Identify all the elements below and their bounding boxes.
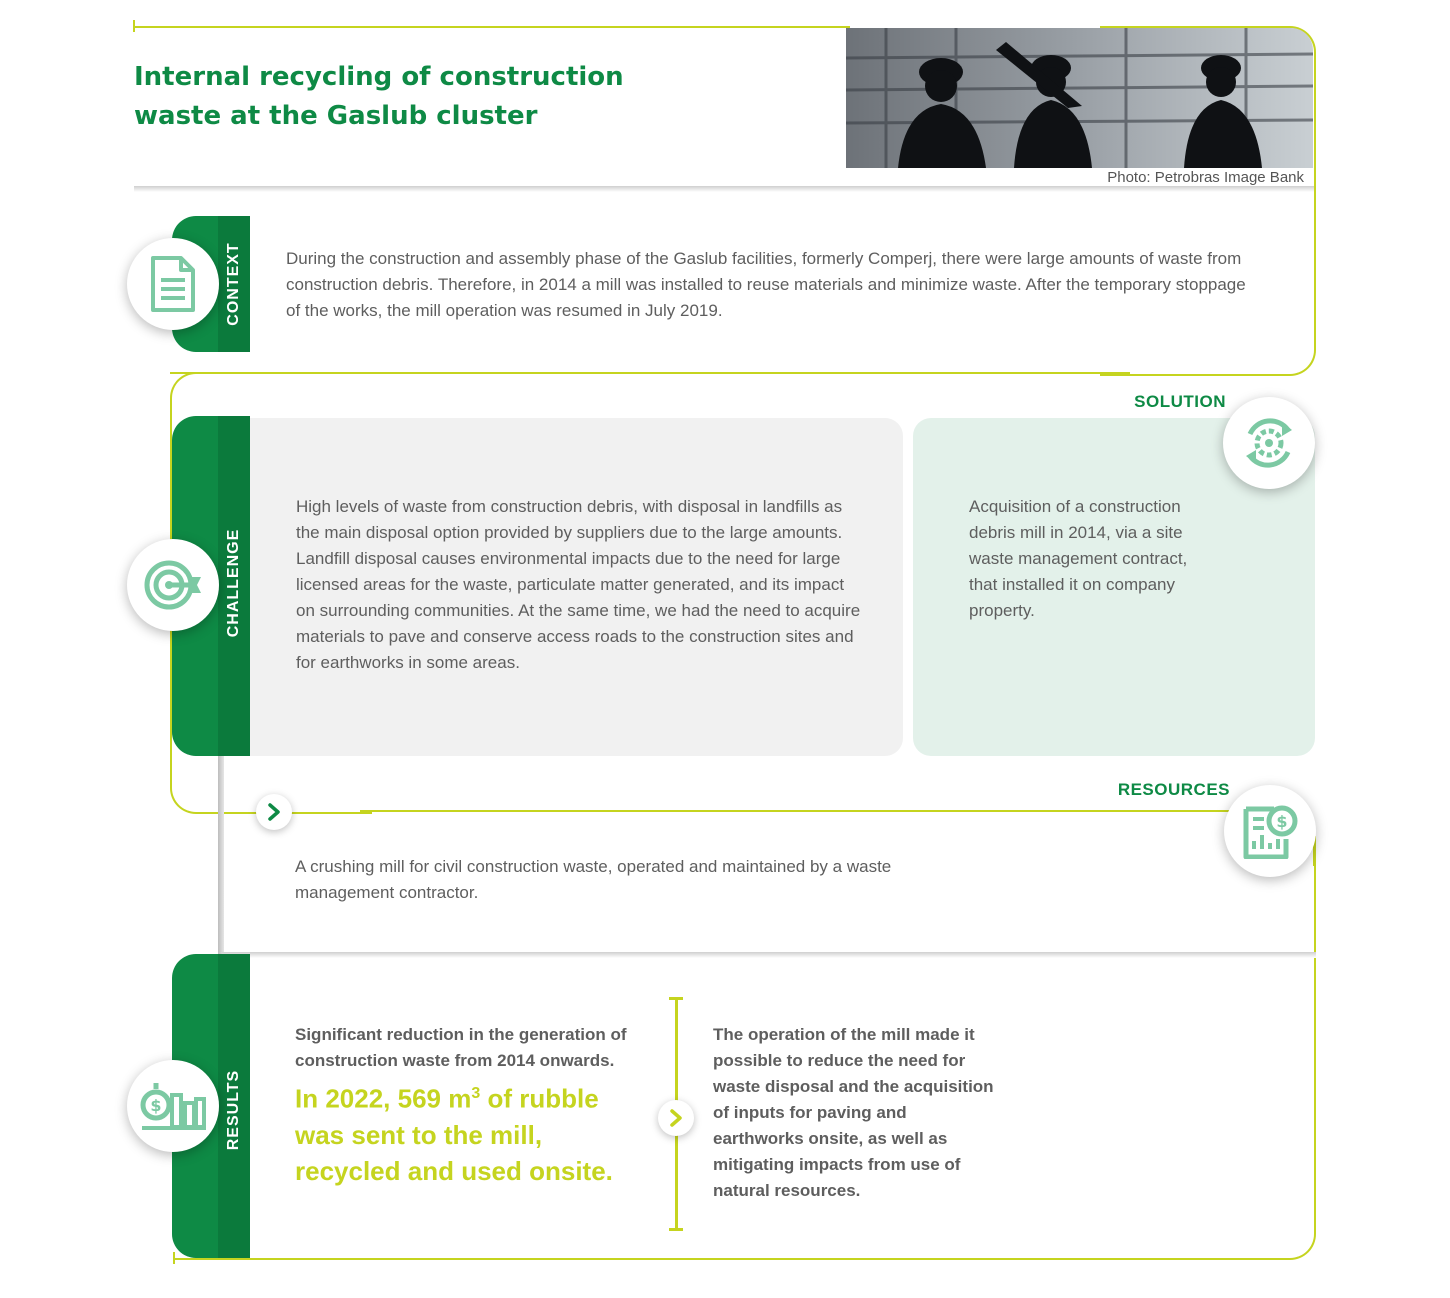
challenge-label: CHALLENGE [225,528,242,638]
report-money-icon: $ [1243,805,1298,859]
results-icon-circle: $ [127,1060,219,1152]
solution-heading: SOLUTION [1134,392,1226,411]
header-photo [846,28,1313,168]
results-right-text: The operation of the mill made it possib… [713,1025,994,1200]
frame-results-top [1313,836,1315,866]
title-line-1: Internal recycling of construction [134,62,624,92]
chevron-right-icon [670,1109,682,1127]
page-title: Internal recycling of construction waste… [134,58,754,136]
results-divider-top-tick [669,997,683,1000]
challenge-icon-circle [127,539,219,631]
svg-text:$: $ [1276,812,1287,831]
frame-context [1100,26,1316,376]
results-lead: Significant reduction in the generation … [295,1025,627,1070]
challenge-panel [250,418,903,756]
frame-bottom-tick [173,1252,175,1264]
chevron-right-icon [268,803,280,821]
results-highlight-pre: In 2022, 569 m [295,1083,472,1114]
results-highlight-post: of rubble was sent to the mill, recycled… [295,1083,613,1186]
context-text: During the construction and assembly pha… [286,249,1246,320]
results-highlight: In 2022, 569 m3 of rubble was sent to th… [295,1076,640,1189]
spine [218,756,224,956]
separator-resources [222,952,1316,958]
document-icon [151,256,195,312]
money-chart-icon: $ [140,1083,206,1130]
results-highlight-sup: 3 [471,1085,481,1102]
solution-text: Acquisition of a construction debris mil… [969,497,1188,620]
separator-header [134,186,1314,192]
frame-top-tick [133,20,135,32]
context-label: CONTEXT [225,242,242,326]
solution-icon-circle [1223,397,1315,489]
frame-context-bottom [170,372,1130,374]
results-divider-bottom-tick [669,1228,683,1231]
results-tab-strip [218,954,250,1258]
context-icon-circle [127,238,219,330]
target-icon [144,560,201,610]
results-label: RESULTS [225,1069,242,1151]
svg-text:$: $ [150,1096,161,1115]
resources-heading: RESOURCES [1117,780,1230,799]
frame-challenge-bottom [360,810,1240,812]
resources-arrow [256,794,292,830]
photo-credit: Photo: Petrobras Image Bank [1107,169,1304,186]
frame-top-line [134,26,850,28]
frame-bottom-line [174,1258,1184,1260]
resources-icon-circle: $ [1224,785,1316,877]
challenge-tab-strip [218,416,250,756]
context-tab-strip [218,216,250,352]
frame-results [1180,836,1316,1260]
title-line-2: waste at the Gaslub cluster [134,101,538,131]
results-arrow [658,1100,694,1136]
challenge-text: High levels of waste from construction d… [296,497,861,672]
gear-cycle-icon [1246,418,1292,468]
resources-text: A crushing mill for civil construction w… [295,857,892,902]
